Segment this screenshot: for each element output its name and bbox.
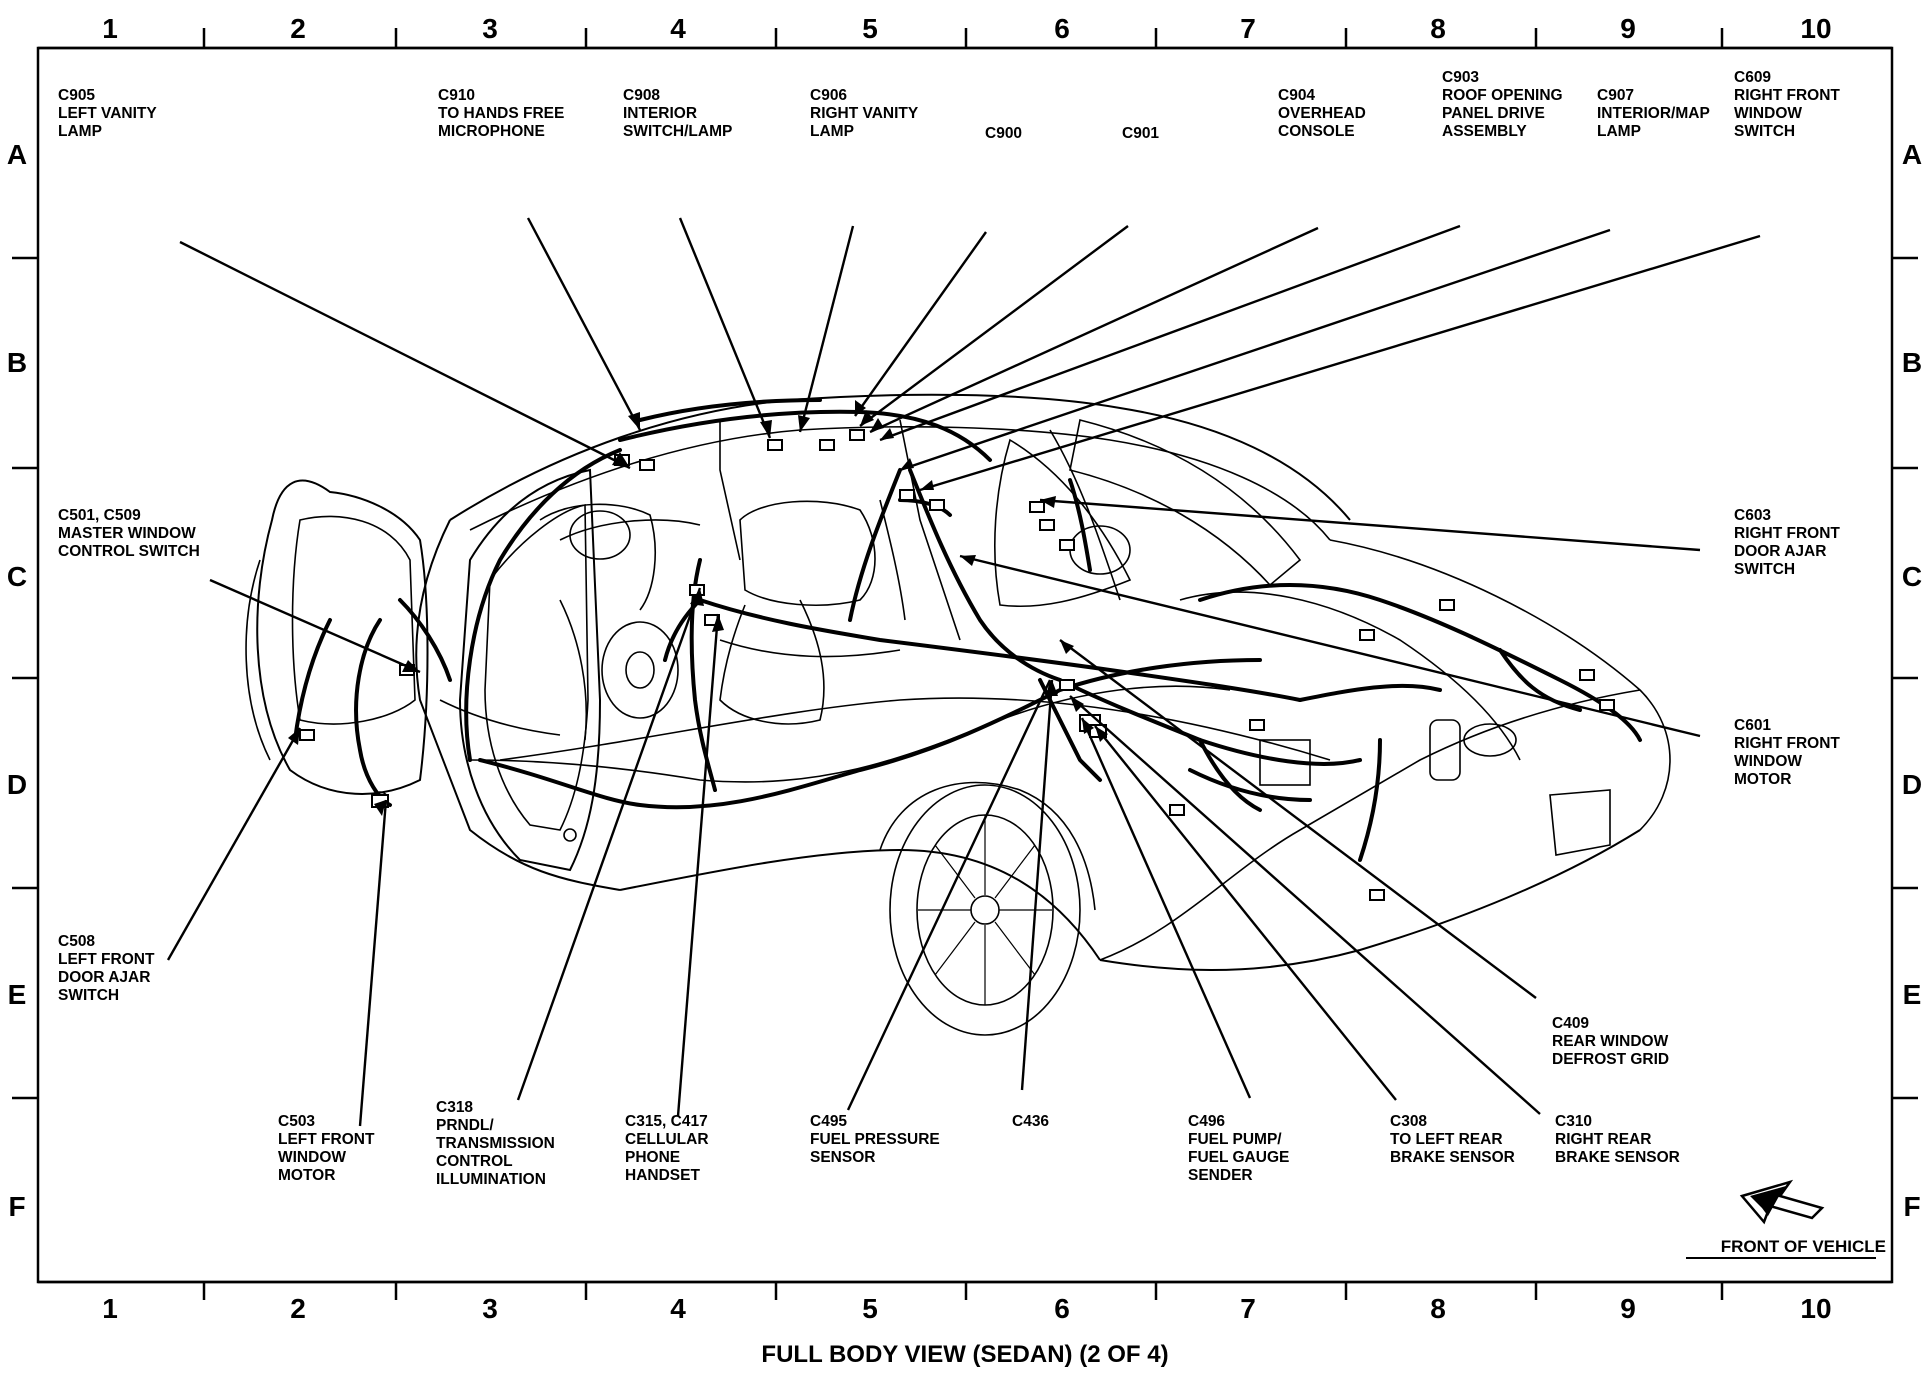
col-label-bottom: 8	[1430, 1293, 1446, 1324]
callout-c495: C495 FUEL PRESSURE SENSOR	[810, 1113, 944, 1166]
callout-c318: C318 PRNDL/ TRANSMISSION CONTROL ILLUMIN…	[436, 1099, 559, 1188]
col-label-top: 6	[1054, 13, 1070, 44]
callout-c905: C905 LEFT VANITY LAMP	[58, 87, 161, 140]
col-label-top: 7	[1240, 13, 1256, 44]
callout-c436: C436	[1012, 1113, 1049, 1130]
callout-c901: C901	[1122, 125, 1159, 142]
row-label-left: F	[8, 1191, 25, 1222]
callout-c508: C508 LEFT FRONT DOOR AJAR SWITCH	[58, 933, 159, 1004]
callout-c409: C409 REAR WINDOW DEFROST GRID	[1552, 1015, 1673, 1068]
col-label-bottom: 1	[102, 1293, 118, 1324]
col-label-top: 9	[1620, 13, 1636, 44]
col-label-top: 1	[102, 13, 118, 44]
col-label-bottom: 9	[1620, 1293, 1636, 1324]
row-label-right: A	[1902, 139, 1922, 170]
row-label-left: E	[8, 979, 27, 1010]
row-label-right: E	[1903, 979, 1922, 1010]
row-label-left: B	[7, 347, 27, 378]
row-label-right: C	[1902, 561, 1922, 592]
col-label-top: 8	[1430, 13, 1446, 44]
row-label-left: A	[7, 139, 27, 170]
col-label-bottom: 3	[482, 1293, 498, 1324]
callout-c503: C503 LEFT FRONT WINDOW MOTOR	[278, 1113, 379, 1184]
row-label-right: B	[1902, 347, 1922, 378]
col-label-bottom: 7	[1240, 1293, 1256, 1324]
row-label-right: F	[1903, 1191, 1920, 1222]
callout-labels: C905 LEFT VANITY LAMP C910 TO HANDS FREE…	[58, 69, 1844, 1188]
callout-c906: C906 RIGHT VANITY LAMP	[810, 87, 922, 140]
callout-c601: C601 RIGHT FRONT WINDOW MOTOR	[1734, 717, 1844, 788]
col-label-bottom: 6	[1054, 1293, 1070, 1324]
sedan-body-drawing	[245, 393, 1671, 1036]
callout-c308: C308 TO LEFT REAR BRAKE SENSOR	[1390, 1113, 1515, 1166]
col-label-bottom: 5	[862, 1293, 878, 1324]
callout-c496: C496 FUEL PUMP/ FUEL GAUGE SENDER	[1188, 1113, 1294, 1184]
wiring-harness	[293, 398, 1642, 862]
front-of-vehicle-indicator: FRONT OF VEHICLE	[1686, 1179, 1886, 1259]
callout-c609: C609 RIGHT FRONT WINDOW SWITCH	[1734, 69, 1844, 140]
col-label-top: 10	[1800, 13, 1831, 44]
callout-c904: C904 OVERHEAD CONSOLE	[1278, 87, 1370, 140]
grid-labels: 1 2 3 4 5 6 7 8 9 10 1 2 3 4 5 6 7 8 9 1…	[7, 13, 1922, 1324]
col-label-bottom: 2	[290, 1293, 306, 1324]
row-label-right: D	[1902, 769, 1922, 800]
leader-lines	[166, 217, 1761, 1127]
callout-c907: C907 INTERIOR/MAP LAMP	[1597, 87, 1714, 140]
front-arrow-icon	[1739, 1179, 1825, 1225]
callout-c900: C900	[985, 125, 1022, 142]
front-of-vehicle-label: FRONT OF VEHICLE	[1721, 1237, 1886, 1256]
callout-c315: C315, C417 CELLULAR PHONE HANDSET	[625, 1113, 713, 1184]
col-label-top: 3	[482, 13, 498, 44]
row-label-left: D	[7, 769, 27, 800]
col-label-top: 2	[290, 13, 306, 44]
callout-c908: C908 INTERIOR SWITCH/LAMP	[623, 87, 732, 140]
diagram-caption: FULL BODY VIEW (SEDAN) (2 OF 4)	[761, 1341, 1168, 1368]
callout-c603: C603 RIGHT FRONT DOOR AJAR SWITCH	[1734, 507, 1844, 578]
col-label-bottom: 4	[670, 1293, 686, 1324]
callout-c310: C310 RIGHT REAR BRAKE SENSOR	[1555, 1113, 1680, 1166]
connectors	[299, 429, 1615, 901]
callout-c501: C501, C509 MASTER WINDOW CONTROL SWITCH	[58, 507, 200, 560]
diagram-frame	[12, 28, 1918, 1300]
col-label-top: 4	[670, 13, 686, 44]
col-label-top: 5	[862, 13, 878, 44]
col-label-bottom: 10	[1800, 1293, 1831, 1324]
row-label-left: C	[7, 561, 27, 592]
callout-c910: C910 TO HANDS FREE MICROPHONE	[438, 87, 569, 140]
callout-c903: C903 ROOF OPENING PANEL DRIVE ASSEMBLY	[1442, 69, 1567, 140]
